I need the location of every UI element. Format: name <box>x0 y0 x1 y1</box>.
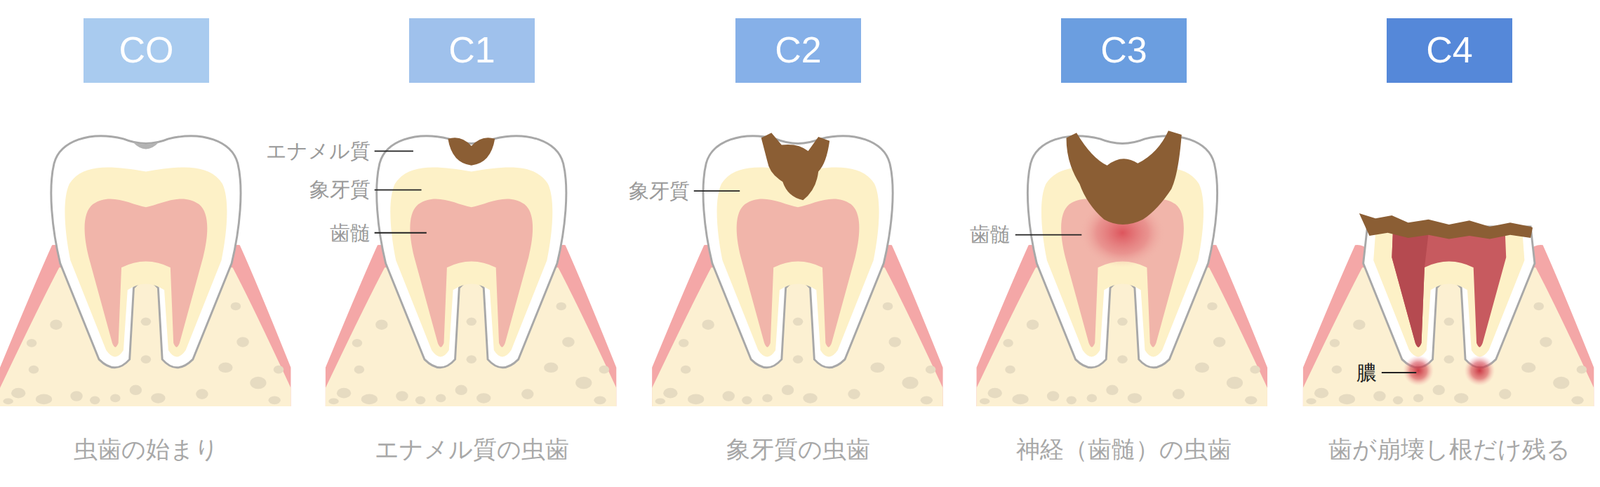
stage-label: C3 <box>1100 30 1147 71</box>
part-label: 膿 <box>1356 360 1377 386</box>
stage-label: CO <box>119 30 175 71</box>
stage-caption: エナメル質の虫歯 <box>374 435 570 464</box>
leader-lines <box>374 150 1417 373</box>
part-label: 歯髄 <box>329 221 371 246</box>
stage-caption: 象牙質の虫歯 <box>726 435 871 464</box>
stage-caption: 歯が崩壊し根だけ残る <box>1328 435 1571 464</box>
part-label: 歯髄 <box>969 222 1011 248</box>
stage-box: C3 <box>1061 18 1187 83</box>
stage-box: C4 <box>1386 18 1513 83</box>
stage-label: C1 <box>448 30 495 71</box>
stage-label: C4 <box>1425 30 1473 71</box>
stage-box: CO <box>83 18 210 83</box>
stage-label: C2 <box>774 30 822 71</box>
stage-caption: 神経（歯髄）の虫歯 <box>1016 435 1232 464</box>
stage-box: C2 <box>735 18 862 83</box>
stage-caption: 虫歯の始まり <box>73 435 219 464</box>
stage-box: C1 <box>409 18 535 83</box>
part-label: 象牙質 <box>309 177 371 203</box>
part-label: エナメル質 <box>265 138 371 164</box>
part-label: 象牙質 <box>628 178 690 204</box>
